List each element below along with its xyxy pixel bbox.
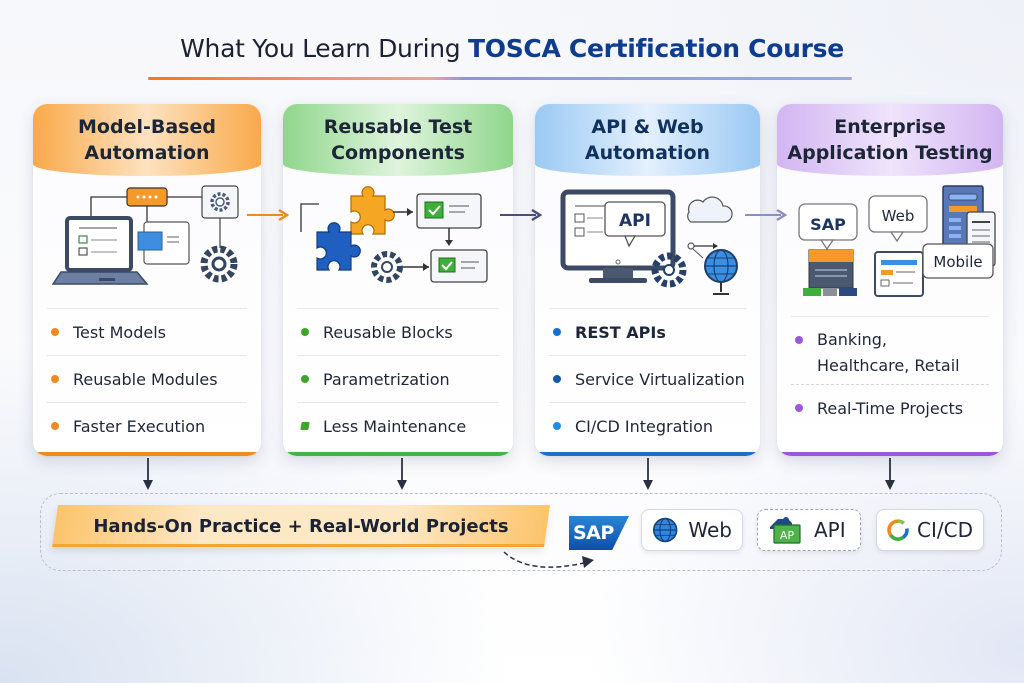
bullet-dot-icon — [795, 404, 803, 412]
list-item: Parametrization — [297, 355, 499, 402]
card-items: Reusable Blocks Parametrization Less Mai… — [297, 308, 499, 449]
chip-api: AP API — [757, 509, 861, 551]
card-title-line1: Reusable Test — [323, 116, 473, 138]
item-label: CI/CD Integration — [575, 416, 714, 436]
bullet-square-icon — [300, 422, 310, 430]
page-title: What You Learn During TOSCA Certificatio… — [0, 34, 1024, 63]
api-badge-icon: AP — [770, 517, 801, 544]
item-label: Test Models — [73, 322, 166, 342]
svg-text:Web: Web — [882, 207, 915, 225]
arrow-down-icon — [643, 458, 653, 490]
puzzle-checklist-gear-icon — [300, 186, 488, 283]
svg-text:AP: AP — [780, 529, 795, 542]
list-item: REST APIs — [549, 308, 746, 355]
card-title-line2: Application Testing — [787, 142, 993, 164]
card-accent-edge — [535, 452, 760, 456]
item-label: Faster Execution — [73, 416, 206, 436]
cicd-ring-icon — [887, 519, 909, 541]
list-item: Banking,Healthcare, Retail — [791, 316, 989, 384]
item-label: Banking,Healthcare, Retail — [817, 330, 960, 375]
title-highlight: TOSCA Certification Course — [467, 34, 844, 63]
chip-label: CI/CD — [917, 518, 973, 542]
monitor-api-cloud-globe-icon: API — [560, 189, 738, 295]
svg-text:Mobile: Mobile — [933, 253, 982, 271]
bullet-dot-icon — [553, 375, 561, 383]
title-underline — [148, 77, 852, 80]
item-label: Reusable Blocks — [323, 322, 453, 342]
bullet-dot-icon — [553, 328, 561, 336]
hands-on-banner: Hands-On Practice + Real-World Projects — [93, 515, 509, 537]
item-label: Service Virtualization — [575, 369, 745, 389]
card-items: Banking,Healthcare, Retail Real-Time Pro… — [791, 316, 989, 431]
list-item: Reusable Modules — [47, 355, 247, 402]
bullet-dot-icon — [301, 328, 309, 336]
arrow-down-icon — [885, 458, 895, 490]
card-title-line1: Enterprise — [834, 116, 946, 138]
list-item: CI/CD Integration — [549, 402, 746, 449]
card-title-line2: Components — [331, 142, 465, 164]
card-accent-edge — [777, 452, 1003, 456]
chip-label: API — [814, 518, 846, 542]
card-items: REST APIs Service Virtualization CI/CD I… — [549, 308, 746, 449]
chip-web: Web — [641, 509, 743, 551]
item-label: Real-Time Projects — [817, 398, 964, 418]
svg-text:API: API — [619, 211, 651, 231]
arrow-right-icon — [500, 208, 543, 222]
bottom-dashed-frame — [40, 493, 1002, 571]
sap-web-mobile-devices-icon: SAP Web Mobile — [798, 185, 996, 297]
bullet-dot-icon — [301, 375, 309, 383]
item-label: Parametrization — [323, 369, 450, 389]
list-item: Test Models — [47, 308, 247, 355]
arrow-right-icon — [247, 208, 290, 222]
item-label: REST APIs — [575, 322, 666, 342]
list-item: Service Virtualization — [549, 355, 746, 402]
arrow-down-icon — [143, 458, 153, 490]
card-accent-edge — [283, 452, 513, 456]
card-title-line1: Model-Based — [78, 116, 216, 138]
chip-cicd: CI/CD — [876, 509, 984, 551]
bullet-dot-icon — [795, 336, 803, 344]
svg-text:SAP: SAP — [810, 215, 846, 234]
card-title-line2: Automation — [584, 142, 711, 164]
card-title-line1: API & Web — [591, 116, 704, 138]
card-items: Test Models Reusable Modules Faster Exec… — [47, 308, 247, 449]
card-title-line2: Automation — [84, 142, 210, 164]
laptop-flow-gears-icon — [51, 185, 239, 285]
list-item: Less Maintenance — [297, 402, 499, 449]
chip-label: Web — [688, 518, 732, 542]
card-accent-edge — [33, 452, 261, 456]
list-item: Reusable Blocks — [297, 308, 499, 355]
bullet-dot-icon — [51, 328, 59, 336]
list-item: Faster Execution — [47, 402, 247, 449]
arrow-down-icon — [397, 458, 407, 490]
item-label: Reusable Modules — [73, 369, 218, 389]
list-item: Real-Time Projects — [791, 384, 989, 431]
title-prefix: What You Learn During — [180, 34, 468, 63]
arrow-right-icon — [745, 208, 788, 222]
bullet-dot-icon — [553, 422, 561, 430]
curved-arrow-icon — [503, 551, 594, 568]
bullet-dot-icon — [51, 375, 59, 383]
globe-icon — [652, 517, 678, 543]
item-label: Less Maintenance — [323, 416, 467, 436]
bullet-dot-icon — [51, 422, 59, 430]
